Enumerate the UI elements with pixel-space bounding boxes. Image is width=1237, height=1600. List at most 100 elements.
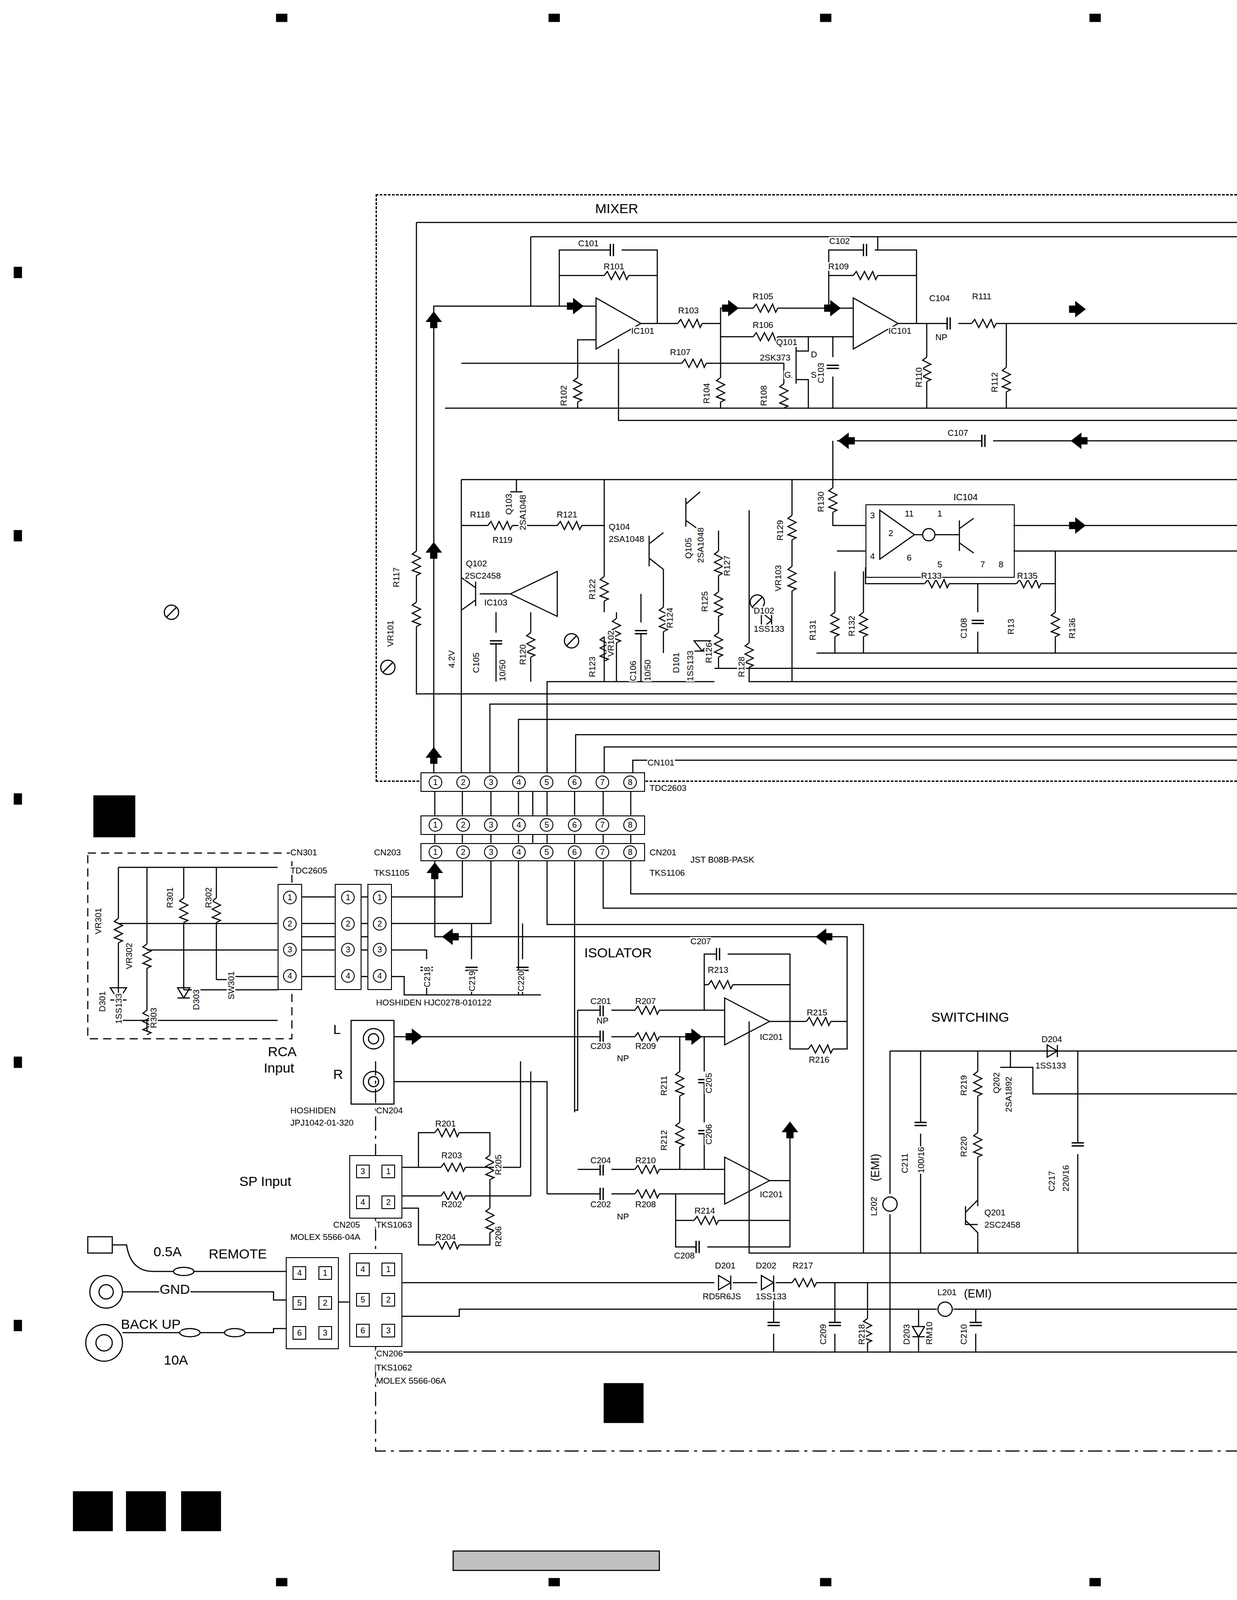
- part-label: NP: [616, 1054, 630, 1063]
- schematic-stroke: [435, 1129, 460, 1138]
- part-label: R129: [775, 519, 785, 541]
- schematic-stroke: [380, 660, 396, 675]
- section-label: SWITCHING: [930, 1010, 1010, 1025]
- schematic-stroke: [696, 1241, 700, 1254]
- pin-number: 5: [539, 775, 554, 790]
- schematic-stroke: [722, 301, 739, 316]
- schematic-stroke: [600, 1031, 604, 1044]
- part-label: JST B08B-PASK: [689, 855, 755, 865]
- part-label: Q105: [684, 537, 693, 560]
- schematic-stroke: [435, 792, 631, 816]
- section-label: R: [332, 1067, 344, 1082]
- schematic-stroke: [440, 1163, 466, 1172]
- schematic-stroke: [368, 1076, 379, 1088]
- part-label: R101: [603, 262, 625, 271]
- connector-block: 1234: [367, 884, 392, 991]
- schematic-stroke: [779, 383, 788, 409]
- part-label: R124: [665, 607, 675, 629]
- part-label: R120: [518, 644, 528, 666]
- schematic-stroke: [391, 923, 542, 996]
- part-label: L201: [937, 1288, 958, 1297]
- schematic-stroke: [391, 861, 1237, 1254]
- pin-number: 5: [539, 845, 554, 860]
- schematic-stroke: [1090, 1579, 1101, 1587]
- schematic-stroke: [719, 337, 721, 409]
- part-label: Q103: [504, 493, 514, 516]
- section-label: RCA: [267, 1045, 298, 1059]
- cable-connector: [338, 1301, 350, 1304]
- section-label: 10A: [163, 1353, 189, 1368]
- pin-number: 3: [484, 845, 498, 860]
- part-label: CN204: [375, 1106, 404, 1115]
- part-label: R130: [816, 490, 826, 513]
- schematic-stroke: [889, 1051, 1237, 1353]
- part-label: 2SA1048: [608, 534, 645, 544]
- schematic-stroke: [88, 853, 293, 1040]
- schematic-stroke: [832, 440, 866, 526]
- schematic-stroke: [93, 796, 135, 837]
- section-label: 0.5A: [153, 1245, 183, 1259]
- part-label: 3: [869, 511, 876, 520]
- pin-number: 4: [283, 969, 297, 983]
- part-label: 10/50: [498, 659, 507, 682]
- schematic-stroke: [142, 943, 152, 969]
- schematic-stroke: [836, 440, 1237, 442]
- part-label: R218: [857, 1323, 866, 1345]
- pin-number: 4: [356, 1262, 370, 1277]
- schematic-stroke: [549, 14, 560, 22]
- part-label: C219: [467, 970, 477, 993]
- part-label: R125: [700, 591, 709, 613]
- part-label: IC101: [630, 326, 656, 336]
- schematic-stroke: [489, 640, 503, 645]
- pin-number: 3: [484, 818, 498, 832]
- schematic-stroke: [173, 1267, 195, 1277]
- schematic-stroke: [839, 433, 855, 449]
- schematic-stroke: [832, 337, 834, 409]
- schematic-stroke: [714, 591, 723, 617]
- part-label: RM10: [924, 1321, 934, 1346]
- part-label: G: [783, 370, 792, 380]
- part-label: Q104: [608, 522, 631, 532]
- part-label: R301: [165, 886, 175, 909]
- part-label: R126: [704, 641, 714, 664]
- part-label: C208: [673, 1251, 695, 1261]
- schematic-stroke: [1051, 612, 1060, 637]
- pin-number: 1: [381, 1164, 396, 1179]
- schematic-stroke: [73, 1492, 113, 1532]
- schematic-stroke: [1090, 14, 1101, 22]
- pin-number: 2: [318, 1296, 333, 1311]
- schematic-stroke: [787, 566, 797, 592]
- schematic-stroke: [716, 377, 725, 403]
- schematic-stroke: [526, 632, 535, 658]
- schematic-stroke: [1069, 302, 1086, 317]
- part-label: HOSHIDEN HJC0278-010122: [375, 998, 493, 1008]
- part-label: D203: [902, 1323, 911, 1345]
- schematic-stroke: [767, 1322, 780, 1326]
- pin-number: 4: [512, 775, 526, 790]
- pin-number: 5: [356, 1293, 370, 1307]
- part-label: VR301: [93, 907, 103, 935]
- schematic-stroke: [675, 1122, 685, 1148]
- pin-number: 6: [567, 775, 582, 790]
- pin-number: 2: [341, 917, 355, 931]
- pin-number: 1: [381, 1262, 396, 1277]
- part-label: IC103: [484, 598, 509, 607]
- pin-number: 1: [318, 1266, 333, 1281]
- pin-number: 3: [341, 943, 355, 957]
- part-label: C203: [590, 1041, 612, 1051]
- schematic-stroke: [443, 929, 459, 945]
- schematic-stroke: [461, 479, 1237, 773]
- schematic-stroke: [635, 630, 648, 635]
- part-label: 1SS133: [755, 1292, 788, 1301]
- part-label: R210: [635, 1156, 657, 1165]
- part-label: 2SA1048: [696, 527, 705, 564]
- part-label: R110: [914, 366, 924, 388]
- part-label: R105: [752, 292, 774, 301]
- part-label: D202: [755, 1261, 777, 1271]
- schematic-stroke: [704, 954, 791, 1022]
- schematic-stroke: [685, 1029, 702, 1045]
- schematic-stroke: [400, 1061, 531, 1246]
- schematic-stroke: [88, 1237, 287, 1272]
- part-label: D: [810, 350, 818, 359]
- schematic-stroke: [276, 1579, 288, 1587]
